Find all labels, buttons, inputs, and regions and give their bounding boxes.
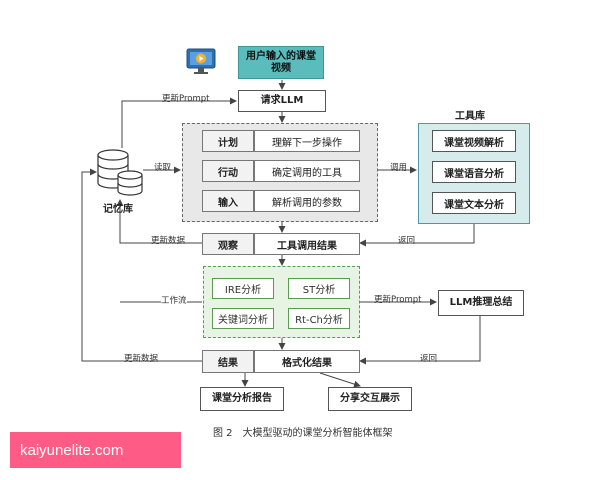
tool-text-analysis: 课堂文本分析	[432, 192, 516, 214]
report-output-box: 课堂分析报告	[200, 387, 284, 411]
edge-result-out-2	[319, 372, 361, 388]
request-llm-box: 请求LLM	[238, 90, 326, 112]
workflow-rtch: Rt-Ch分析	[288, 308, 350, 329]
edge-label-update-data-1: 更新数据	[151, 236, 186, 246]
user-input-label: 用户输入的课堂视频	[246, 50, 316, 74]
edge-return-1	[359, 224, 475, 247]
edge-label-update-data-2: 更新数据	[124, 354, 159, 364]
result-row-text: 格式化结果	[254, 350, 360, 373]
workflow-ire: IRE分析	[212, 278, 274, 299]
edge-label-return-2: 返回	[420, 354, 438, 364]
edge-label-read: 读取	[154, 163, 172, 173]
llm-summary-label: LLM推理总结	[449, 297, 513, 308]
edge-return-2	[359, 316, 481, 365]
edge-label-workflow: 工作流	[161, 296, 187, 306]
user-input-box: 用户输入的课堂视频	[238, 46, 324, 79]
input-row-text: 解析调用的参数	[254, 190, 360, 212]
edge-label-update-prompt-mid: 更新Prompt	[374, 295, 422, 305]
edge-update-data-2	[81, 168, 202, 362]
observe-row-label: 观察	[202, 233, 254, 255]
workflow-keyword: 关键词分析	[212, 308, 274, 329]
share-output-label: 分享交互展示	[340, 393, 400, 404]
edge-update-data-1	[116, 199, 202, 244]
plan-row-text: 理解下一步操作	[254, 130, 360, 152]
input-row-label: 输入	[202, 190, 254, 212]
observe-row-text: 工具调用结果	[254, 233, 360, 255]
llm-summary-box: LLM推理总结	[438, 290, 524, 316]
plan-row-label: 计划	[202, 130, 254, 152]
workflow-st: ST分析	[288, 278, 350, 299]
edge-label-call: 调用	[390, 163, 408, 173]
figure-caption: 图 2 大模型驱动的课堂分析智能体框架	[213, 428, 393, 439]
edge-update-prompt-top	[121, 97, 237, 148]
tool-speech-analysis: 课堂语音分析	[432, 161, 516, 183]
action-row-label: 行动	[202, 160, 254, 182]
edge-label-update-prompt-top: 更新Prompt	[162, 94, 210, 104]
share-output-box: 分享交互展示	[328, 387, 412, 411]
watermark-text: kaiyunelite.com	[20, 441, 124, 459]
monitor-video-icon	[186, 48, 216, 74]
toolbox-title: 工具库	[455, 111, 485, 122]
action-row-text: 确定调用的工具	[254, 160, 360, 182]
edge-label-return-1: 返回	[398, 236, 416, 246]
memory-label: 记忆库	[103, 204, 133, 215]
report-output-label: 课堂分析报告	[212, 393, 272, 404]
request-llm-label: 请求LLM	[260, 95, 304, 106]
tool-video-parse: 课堂视频解析	[432, 130, 516, 152]
watermark-banner: kaiyunelite.com	[10, 432, 181, 468]
database-icon	[97, 149, 143, 196]
result-row-label: 结果	[202, 350, 254, 373]
